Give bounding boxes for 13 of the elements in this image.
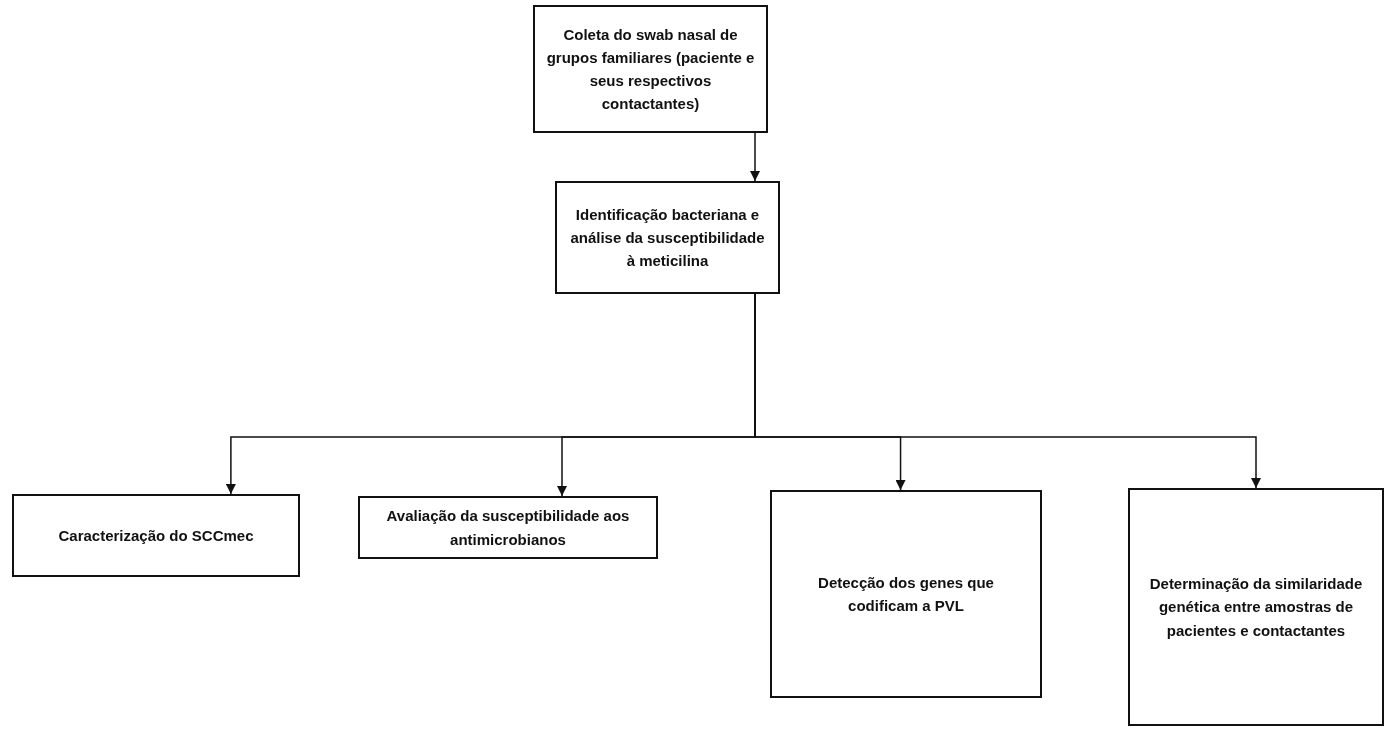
process-box xyxy=(1128,488,1384,726)
process-box xyxy=(12,494,300,577)
step-text: Identificação bacteriana e análise da susceptibilidade à meticilina xyxy=(569,204,766,272)
process-box xyxy=(555,181,780,294)
step-text: Determinação da similaridade genética entre amostras de pacientes e contactantes xyxy=(1148,574,1364,641)
step-text: Caracterização do SCCmec xyxy=(58,525,254,546)
step-text: Detecção dos genes que codificam a PVL xyxy=(817,572,995,616)
process-box xyxy=(533,5,768,133)
process-box xyxy=(358,496,658,559)
step-text: Coleta do swab nasal de grupos familiares (paciente e seus respectivos contactantes) xyxy=(545,24,756,115)
process-box xyxy=(770,490,1042,698)
step-text: Avaliação da susceptibilidade aos antimicrobianos xyxy=(385,506,631,550)
arrow xyxy=(750,132,760,182)
